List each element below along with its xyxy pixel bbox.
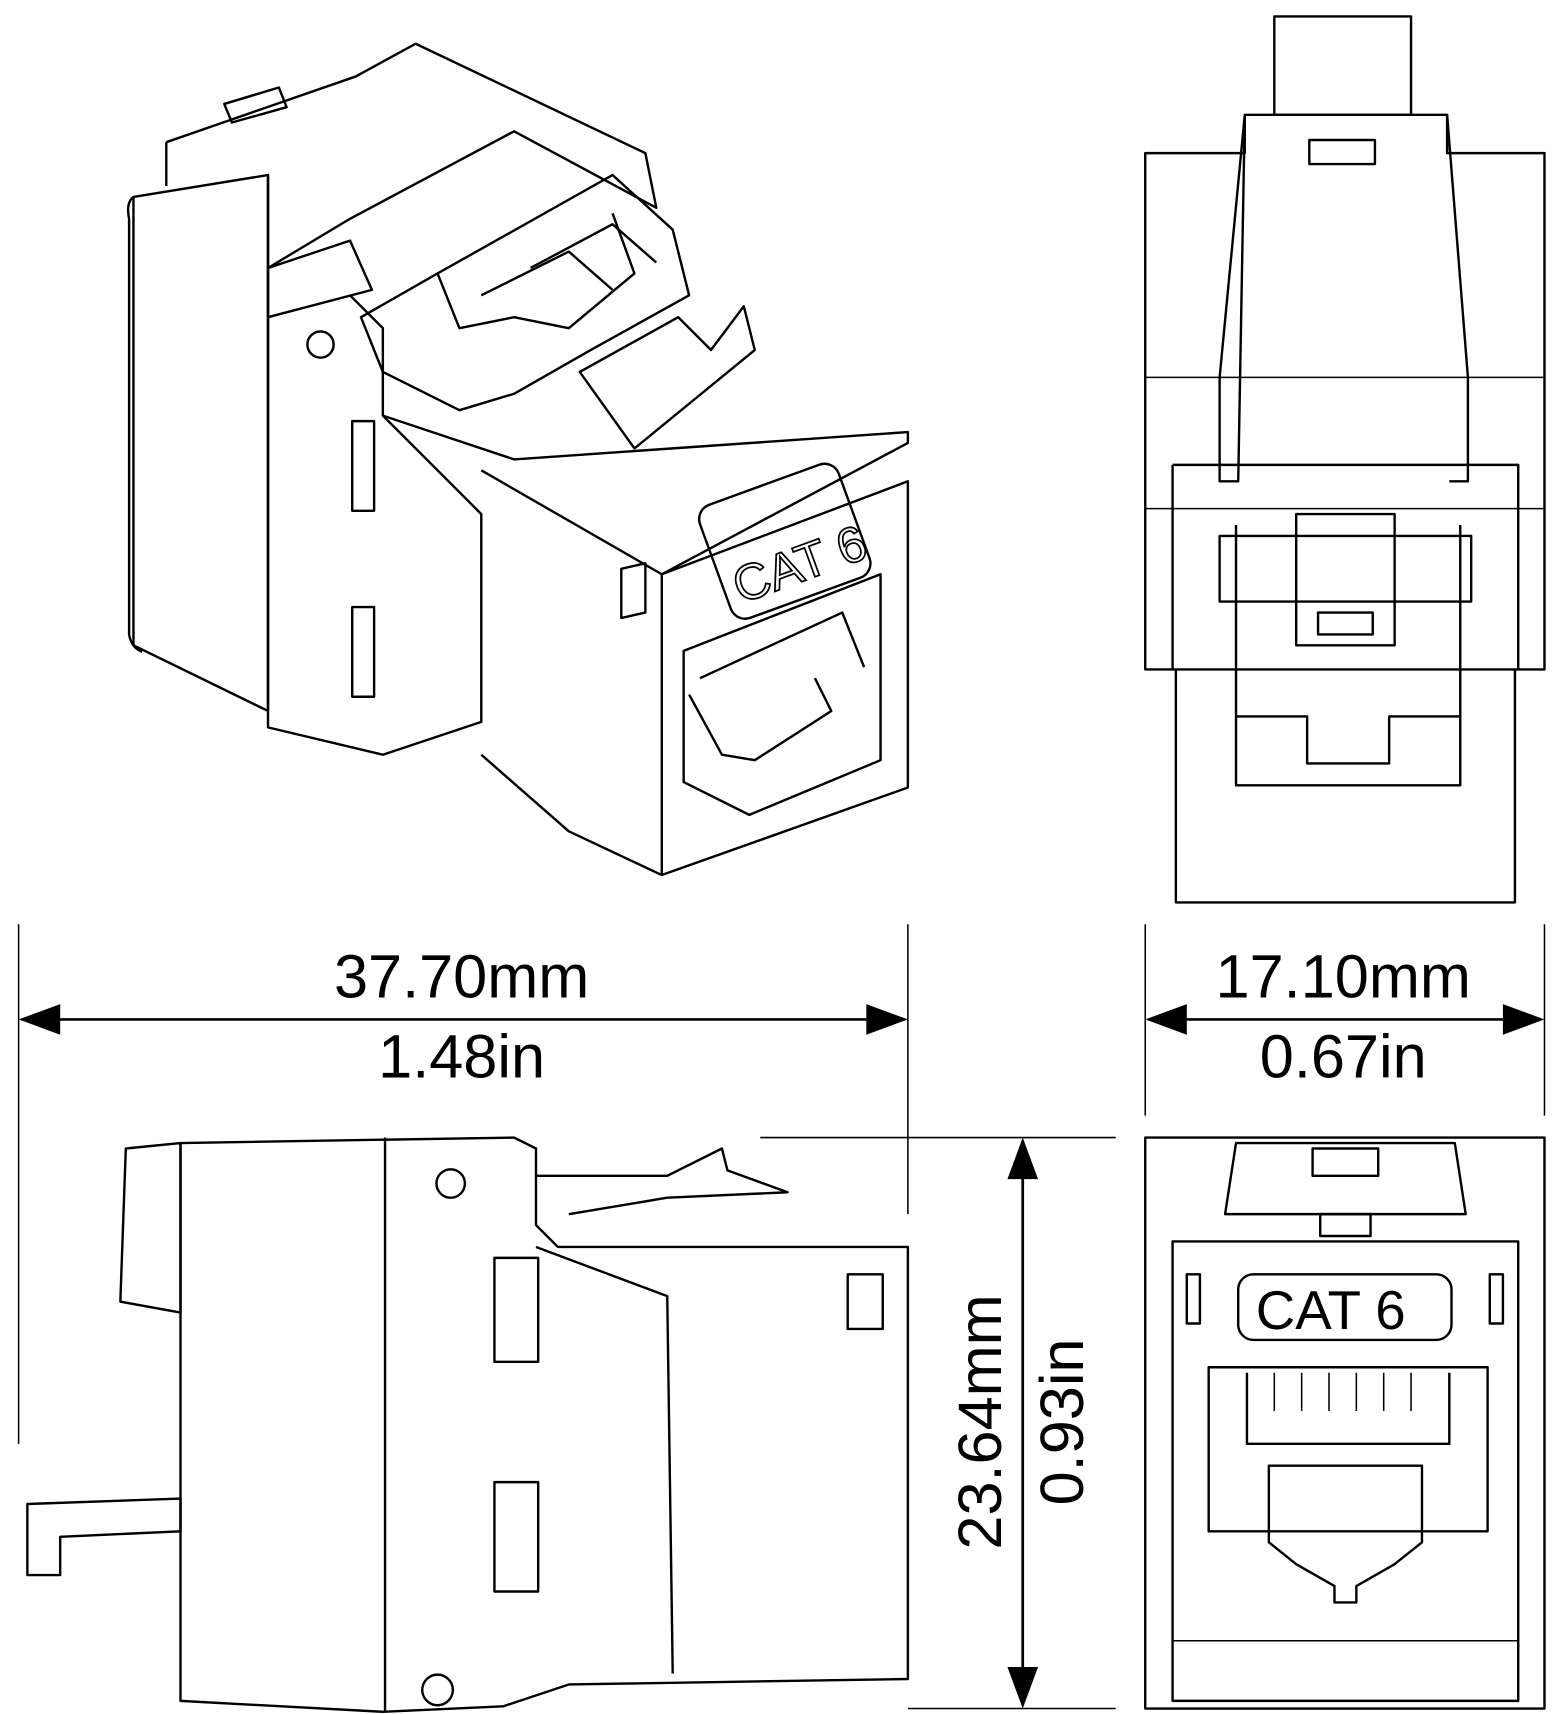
front-category-label: CAT 6 bbox=[1256, 1279, 1406, 1341]
side-view bbox=[26, 1136, 910, 1714]
length-dimension: 37.70mm 1.48in bbox=[17, 924, 909, 1444]
length-mm-label: 37.70mm bbox=[334, 943, 589, 1011]
height-dimension: 23.64mm 0.93in bbox=[760, 1136, 1116, 1710]
top-view bbox=[1144, 15, 1546, 904]
width-mm-label: 17.10mm bbox=[1216, 943, 1471, 1011]
height-in-label: 0.93in bbox=[1028, 1339, 1096, 1506]
length-in-label: 1.48in bbox=[378, 1022, 545, 1090]
width-in-label: 0.67in bbox=[1260, 1022, 1427, 1090]
isometric-view: CAT 6 bbox=[126, 42, 910, 877]
front-view: CAT 6 bbox=[1144, 1136, 1546, 1710]
height-mm-label: 23.64mm bbox=[946, 1294, 1014, 1549]
width-dimension: 17.10mm 0.67in bbox=[1144, 924, 1546, 1116]
